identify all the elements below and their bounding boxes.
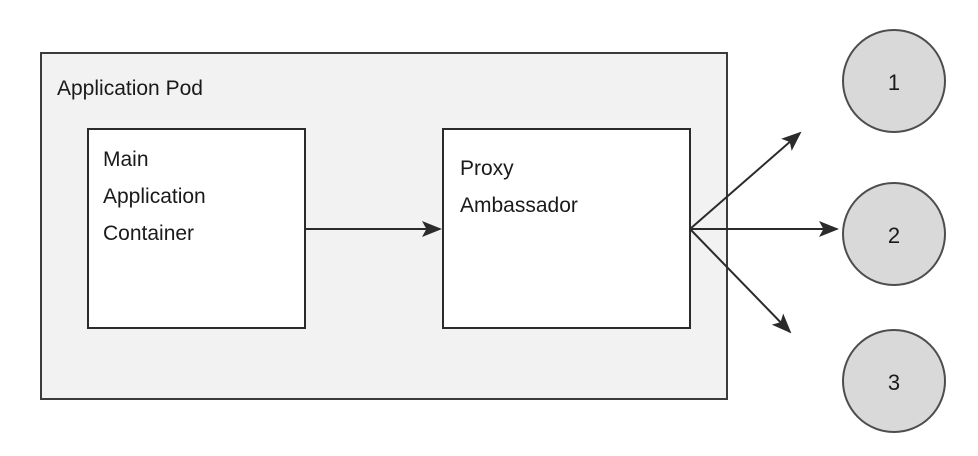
application-pod-title: Application Pod [57,77,203,100]
service-node-2-label: 2 [888,223,900,248]
service-node-1-label: 1 [888,70,900,95]
service-node-2 [842,182,946,286]
proxy-ambassador-label-line-1: Proxy [460,157,514,180]
service-node-1 [842,29,946,133]
main-application-container-label-line-2: Application [103,185,206,208]
service-node-3 [842,329,946,433]
proxy-ambassador-label-line-2: Ambassador [460,194,578,217]
service-node-3-label: 3 [888,370,900,395]
main-application-container-label-line-1: Main [103,148,149,171]
proxy-ambassador-box [442,128,691,329]
main-application-container-label-line-3: Container [103,222,194,245]
edge-proxy-to-service-3 [689,228,792,334]
main-application-container-box [87,128,306,329]
edge-proxy-to-service-1 [689,131,802,230]
